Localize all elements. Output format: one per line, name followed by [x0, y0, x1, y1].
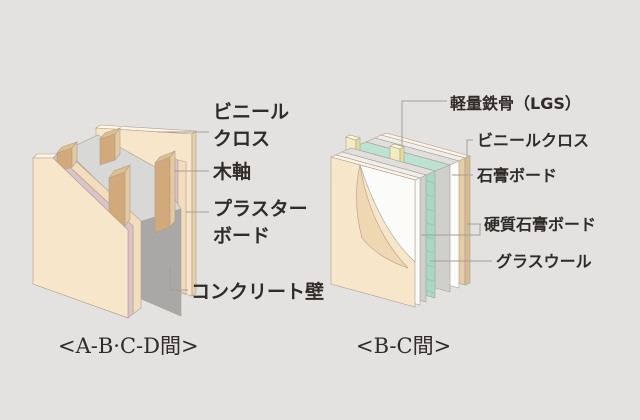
label-lgs: 軽量鉄骨（LGS） [450, 93, 581, 115]
label-hard-gypsum-board: 硬質石膏ボード [484, 214, 596, 236]
label-line: 硬質石膏ボード [484, 215, 597, 234]
left-wood-stud-back2-front [154, 156, 171, 234]
peel-flap [356, 164, 409, 269]
label-line: ビニール [213, 101, 290, 123]
label-line: クロス [213, 128, 271, 150]
left-wood-stud-front2-side [124, 164, 131, 227]
label-line: 石膏ボード [477, 166, 558, 185]
wall-diagram-left [32, 124, 209, 319]
leader-right-lgs [401, 100, 447, 146]
label-line: コンクリート壁 [191, 281, 325, 303]
peel-exposed-gypsum [359, 164, 416, 263]
label-line: グラスウール [496, 252, 592, 271]
caption-left: <A-B·C-D間> [58, 334, 199, 358]
label-glass-wool: グラスウール [496, 251, 592, 273]
left-wood-stud-front1-side [71, 141, 78, 168]
left-wood-stud-back2-side [169, 150, 176, 228]
label-line: プラスター [213, 198, 308, 220]
leader-right-vinyl-cloth [466, 139, 473, 157]
left-wood-stud-back1-side [114, 127, 121, 161]
leader-left-concrete-wall [169, 266, 188, 291]
label-line: 木軸 [213, 161, 252, 183]
label-vinyl-cloth-left: ビニール クロス [213, 99, 289, 153]
label-gypsum-board: 石膏ボード [477, 165, 557, 187]
label-concrete-wall: コンクリート壁 [191, 279, 324, 306]
left-wood-stud-back1-front [99, 133, 116, 166]
caption-right: <B-C間> [356, 334, 452, 358]
left-front-panel-face [32, 157, 129, 319]
label-vinyl-cloth-right: ビニールクロス [477, 130, 589, 152]
label-line: ボード [213, 225, 271, 247]
right-vinyl-back-edge [464, 155, 471, 286]
wall-diagram-right [330, 100, 492, 308]
label-line: ビニールクロス [477, 131, 590, 150]
label-wood-frame: 木軸 [213, 159, 251, 186]
left-back-panel-edge [191, 130, 197, 297]
label-plaster-board: プラスター ボード [213, 196, 308, 250]
leader-right-hard-gypsum-b [421, 224, 481, 236]
label-line: 軽量鉄骨（LGS） [450, 94, 581, 113]
left-front-panel-top [32, 153, 58, 159]
